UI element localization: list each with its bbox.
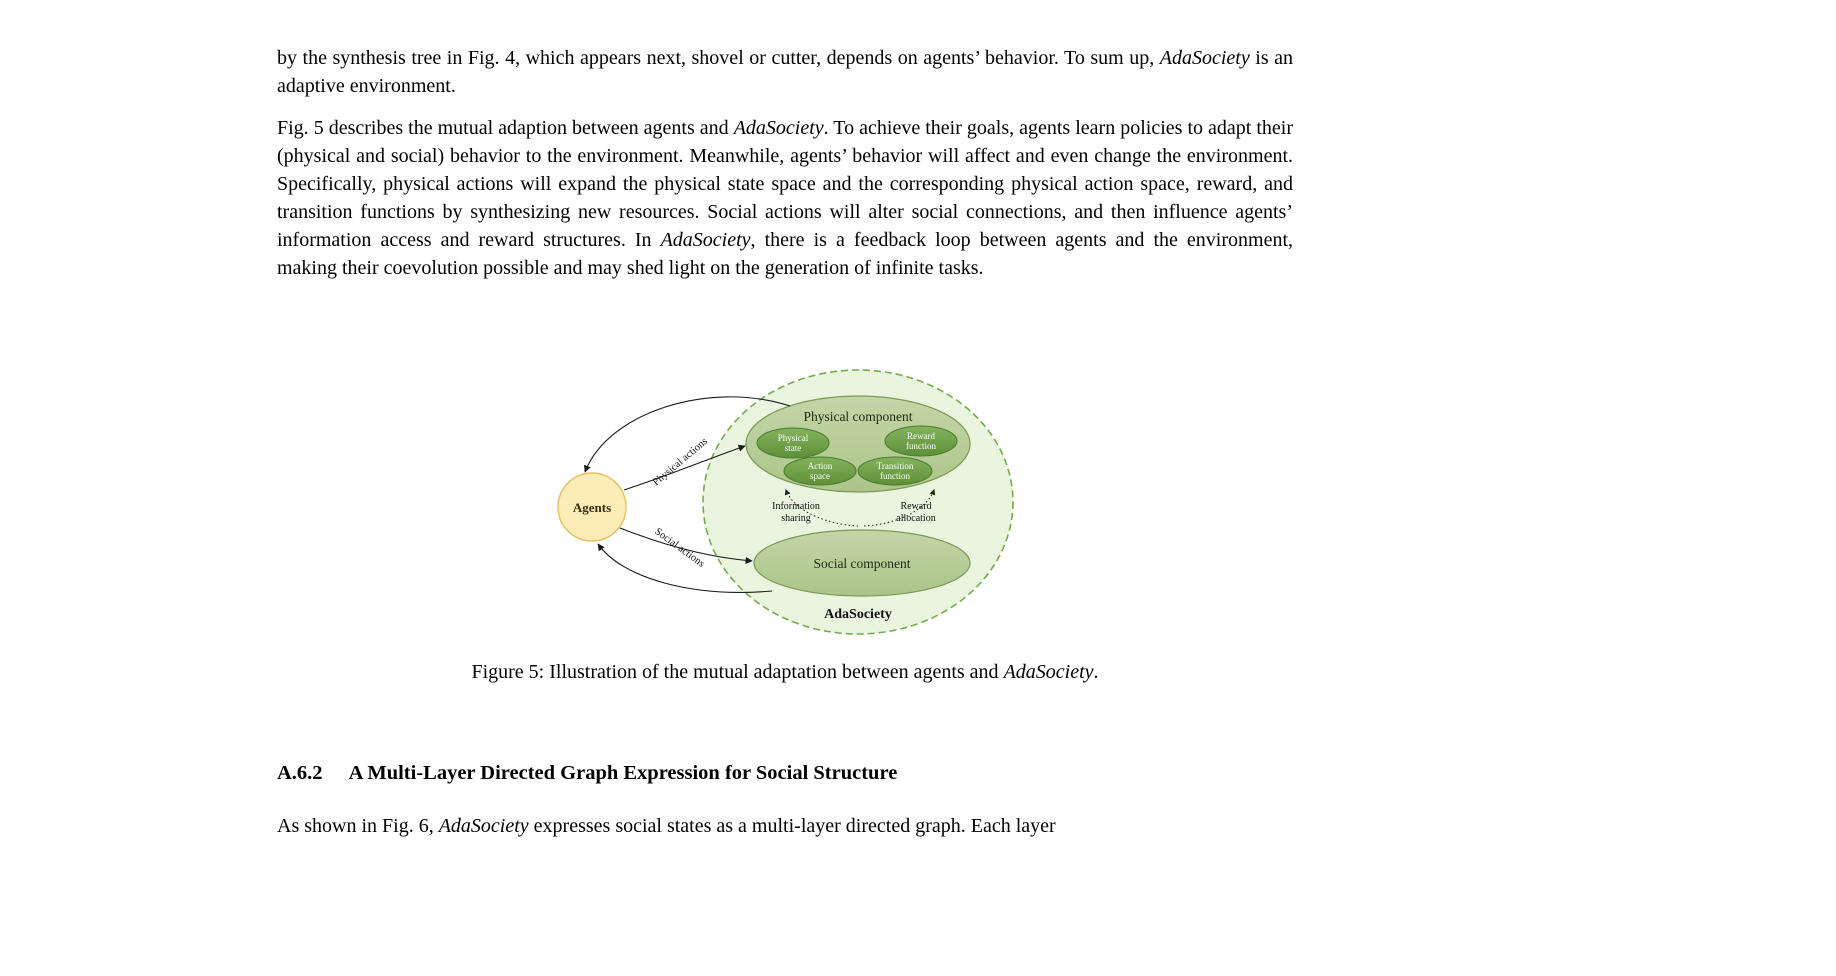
figure-caption: Figure 5: Illustration of the mutual ada… [277, 658, 1293, 686]
figure-caption-text-a: Figure 5: Illustration of the mutual ada… [471, 661, 1004, 683]
agents-to-physical-arrow [623, 444, 746, 491]
paragraph-2-text-a: Fig. 5 describes the mutual adaption bet… [277, 117, 734, 139]
adasociety-italic-4: AdaSociety [438, 815, 529, 837]
figure-caption-text-b: . [1093, 661, 1099, 683]
action-space-node [783, 456, 857, 486]
adasociety-italic-3: AdaSociety [660, 229, 751, 251]
paragraph-2-text-c: , there is a feedback loop between agent… [277, 229, 1294, 279]
physical-component-label: Physical component [803, 409, 912, 424]
physical-to-agents-arrow [583, 396, 791, 473]
adasociety-label: AdaSociety [824, 607, 892, 622]
figure-caption-italic: AdaSociety [1003, 661, 1094, 683]
paragraph-3-text-b: expresses social states as a multi-layer… [528, 815, 1056, 837]
social-component-label: Social component [813, 556, 910, 571]
paragraph-1: by the synthesis tree in Fig. 4, which a… [277, 44, 1293, 100]
information-sharing-arrow [784, 488, 859, 527]
paragraph-2-text-b: . To achieve their goals, agents learn p… [277, 117, 1293, 251]
social-actions-label: Social actions [653, 526, 707, 569]
paragraph-2: Fig. 5 describes the mutual adaption bet… [277, 114, 1293, 282]
paragraph-3-text-a: As shown in Fig. 6, [277, 815, 439, 837]
agents-to-social-arrow [619, 527, 753, 565]
paragraph-1-text-a: by the synthesis tree in Fig. 4, which a… [277, 47, 1160, 69]
section-title: A Multi-Layer Directed Graph Expression … [348, 762, 898, 784]
physical-state-node [756, 427, 830, 459]
agents-circle [557, 472, 627, 542]
social-component-ellipse [753, 529, 971, 597]
paragraph-1-text-b: is an adaptive environment. [277, 47, 1293, 97]
social-to-agents-arrow [597, 543, 773, 593]
section-number: A.6.2 [277, 762, 323, 784]
adasociety-italic-2: AdaSociety [733, 117, 824, 139]
paragraph-3: As shown in Fig. 6, AdaSociety expresses… [277, 812, 1293, 840]
adasociety-italic-1: AdaSociety [1159, 47, 1250, 69]
agents-label: Agents [573, 500, 611, 515]
reward-allocation-arrow [863, 488, 936, 527]
reward-function-node [884, 425, 958, 457]
section-heading: A.6.2 A Multi-Layer Directed Graph Expres… [277, 760, 897, 786]
transition-function-node [857, 456, 933, 486]
